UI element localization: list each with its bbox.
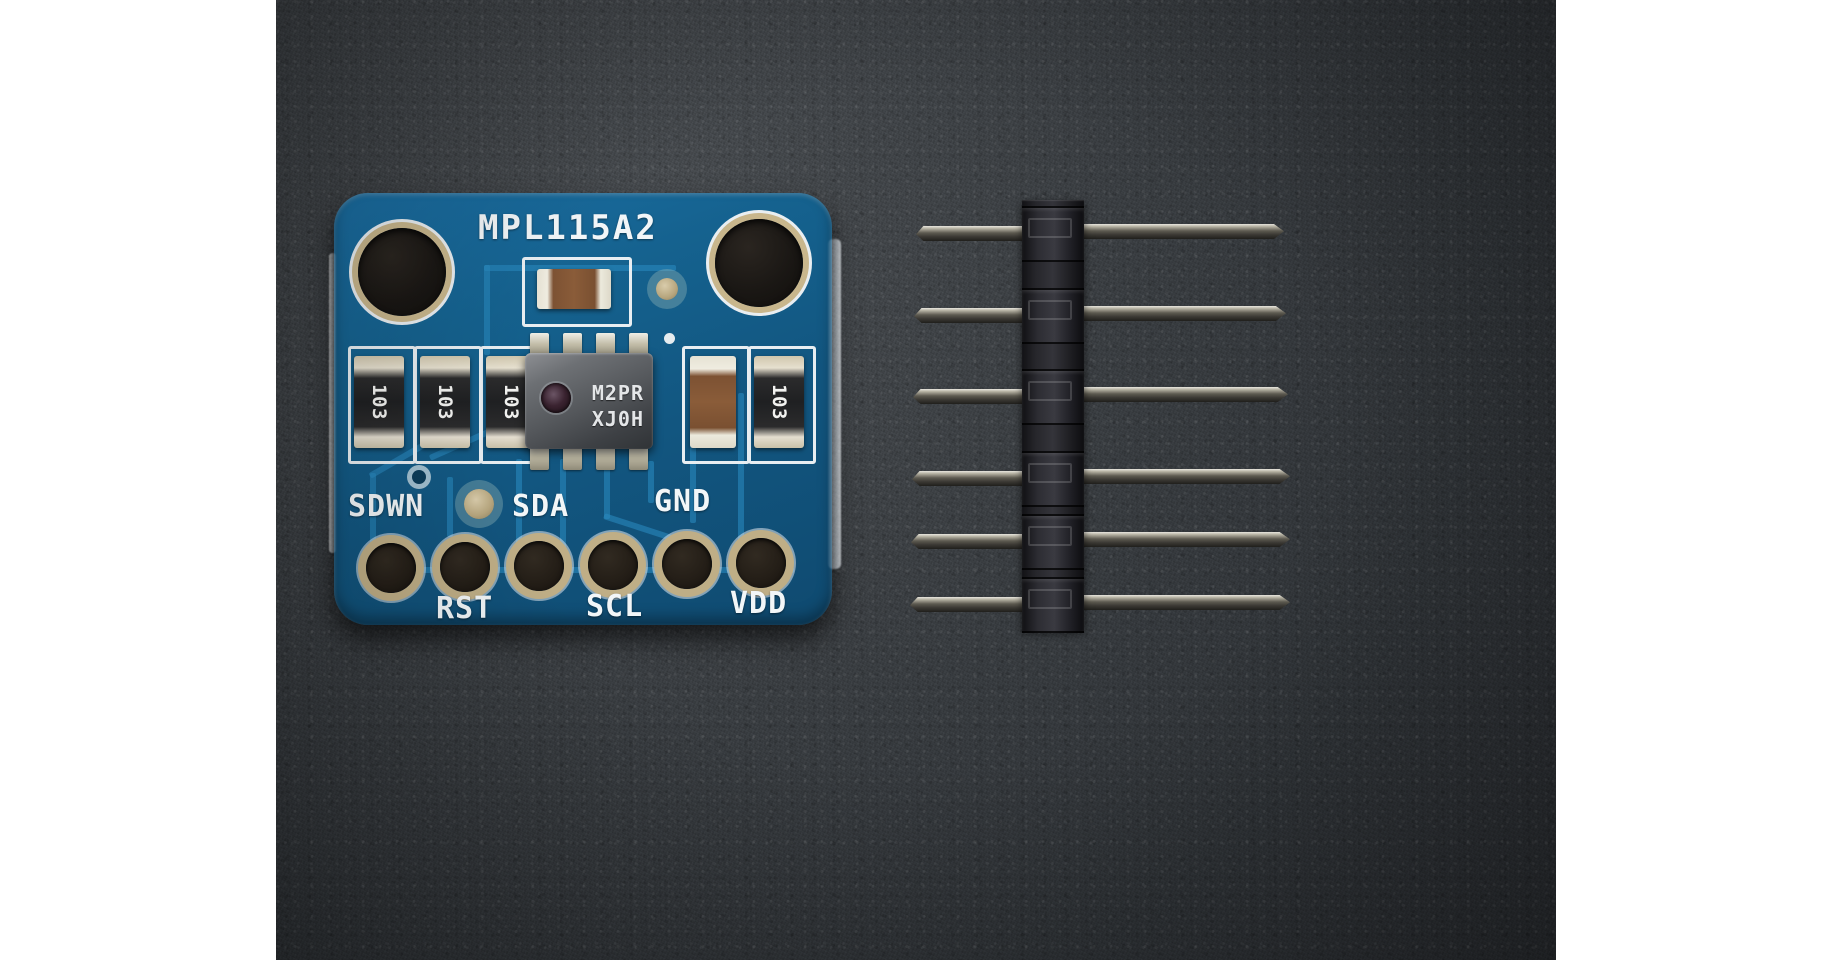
copper-trace <box>484 265 676 271</box>
letterbox-left <box>0 0 276 960</box>
copper-trace <box>370 473 376 573</box>
capacitor-c1 <box>537 269 611 309</box>
capacitor-c2 <box>690 356 736 448</box>
ic-lead <box>629 445 648 470</box>
photo-vignette <box>276 0 1556 960</box>
pin-header-strip <box>276 0 1556 960</box>
ic-lead <box>596 333 615 358</box>
header-plastic-body <box>1022 200 1084 633</box>
silkscreen-outline-r4 <box>748 346 816 464</box>
pin-label-gnd: GND <box>654 484 711 519</box>
mpl115a2-breakout-board: MPL115A2 103 103 103 <box>329 193 841 626</box>
pin-pad-gnd <box>662 539 712 589</box>
pin-pad-sdwn <box>366 543 416 593</box>
ic-lead <box>596 445 615 470</box>
ic-lead <box>530 333 549 358</box>
ic-lead <box>563 445 582 470</box>
pin-label-scl: SCL <box>586 589 643 624</box>
mounting-hole-left <box>358 228 446 316</box>
test-dot-top <box>664 333 675 344</box>
pin-label-sdwn: SDWN <box>348 489 424 524</box>
ic-lead <box>563 333 582 358</box>
ic-lead <box>530 445 549 470</box>
ic-marking-line-1: M2PR <box>592 381 644 405</box>
copper-trace <box>738 393 744 553</box>
header-pin <box>1084 387 1288 402</box>
pin-pad-rst <box>440 542 490 592</box>
header-pin <box>1084 306 1286 321</box>
copper-trace <box>604 459 610 519</box>
header-segment <box>1022 288 1084 344</box>
header-segment <box>1022 514 1084 570</box>
via-pad-top <box>656 278 678 300</box>
resistor-r2: 103 <box>420 356 470 448</box>
pin-pad-sda <box>514 541 564 591</box>
pin-label-rst: RST <box>436 591 493 626</box>
copper-trace <box>560 459 566 555</box>
pin-pad-scl <box>588 540 638 590</box>
header-segment <box>1022 577 1084 633</box>
header-pin <box>1084 532 1290 547</box>
header-pin <box>1084 469 1290 484</box>
ic-pressure-port <box>541 383 571 413</box>
ic-marking-line-2: XJ0H <box>592 407 644 431</box>
board-edge-highlight-right <box>828 239 841 569</box>
copper-trace <box>484 265 490 355</box>
pin-pad-vdd <box>736 538 786 588</box>
copper-trace <box>690 373 696 523</box>
ic-lead <box>629 333 648 358</box>
pin-label-sda: SDA <box>512 489 569 524</box>
board-title-silkscreen: MPL115A2 <box>478 208 658 248</box>
silkscreen-outline-c1 <box>522 257 632 327</box>
pin-label-vdd: VDD <box>730 586 787 621</box>
via-small <box>412 470 426 484</box>
header-segment <box>1022 369 1084 425</box>
header-pin <box>1084 224 1284 239</box>
copper-trace <box>516 459 522 545</box>
header-segment <box>1022 206 1084 262</box>
copper-trace <box>648 461 654 503</box>
mounting-hole-right <box>715 219 803 307</box>
via-pad-bottom <box>464 489 494 519</box>
copper-trace <box>447 477 453 537</box>
resistor-r4: 103 <box>754 356 804 448</box>
board-edge-highlight-left <box>329 253 336 553</box>
product-photo: MPL115A2 103 103 103 <box>276 0 1556 960</box>
resistor-r1: 103 <box>354 356 404 448</box>
header-pin <box>1084 595 1290 610</box>
header-segment <box>1022 451 1084 507</box>
letterbox-right <box>1556 0 1833 960</box>
copper-trace <box>664 567 794 573</box>
pressure-sensor-ic: M2PR XJ0H <box>525 353 653 449</box>
